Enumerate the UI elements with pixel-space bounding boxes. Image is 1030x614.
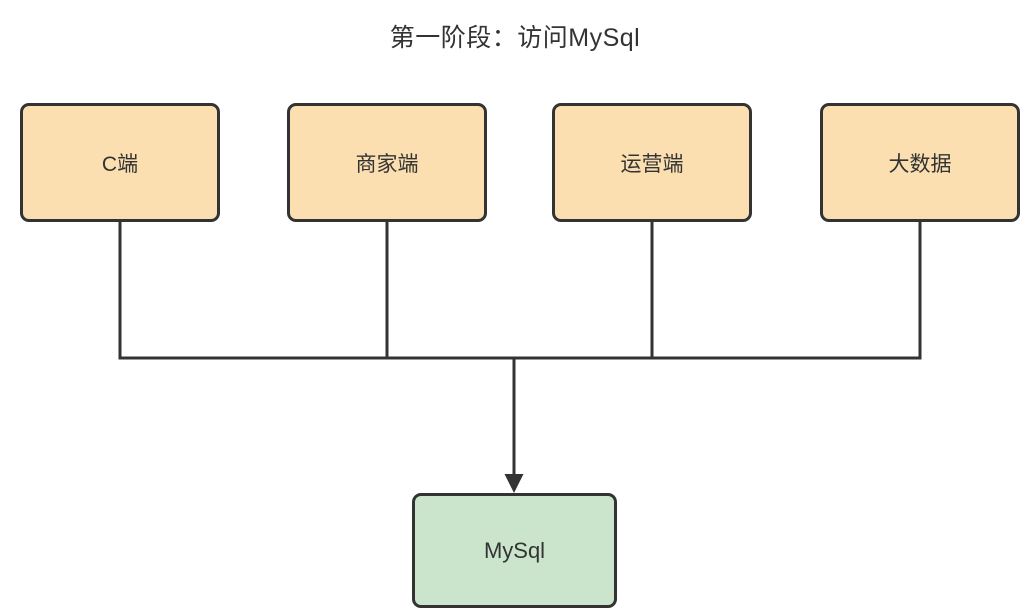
node-mysql-database: MySql (412, 493, 617, 608)
node-bigdata-client: 大数据 (820, 103, 1020, 222)
arrowhead-down-icon (504, 474, 524, 493)
node-label: C端 (101, 152, 139, 176)
node-label: 大数据 (888, 152, 952, 176)
node-label: 商家端 (355, 152, 419, 176)
node-merchant-client: 商家端 (287, 103, 487, 222)
node-label: MySql (483, 537, 546, 563)
node-operations-client: 运营端 (552, 103, 752, 222)
node-c-client: C端 (20, 103, 220, 222)
node-label: 运营端 (620, 152, 684, 176)
diagram-title: 第一阶段：访问MySql (389, 24, 641, 52)
